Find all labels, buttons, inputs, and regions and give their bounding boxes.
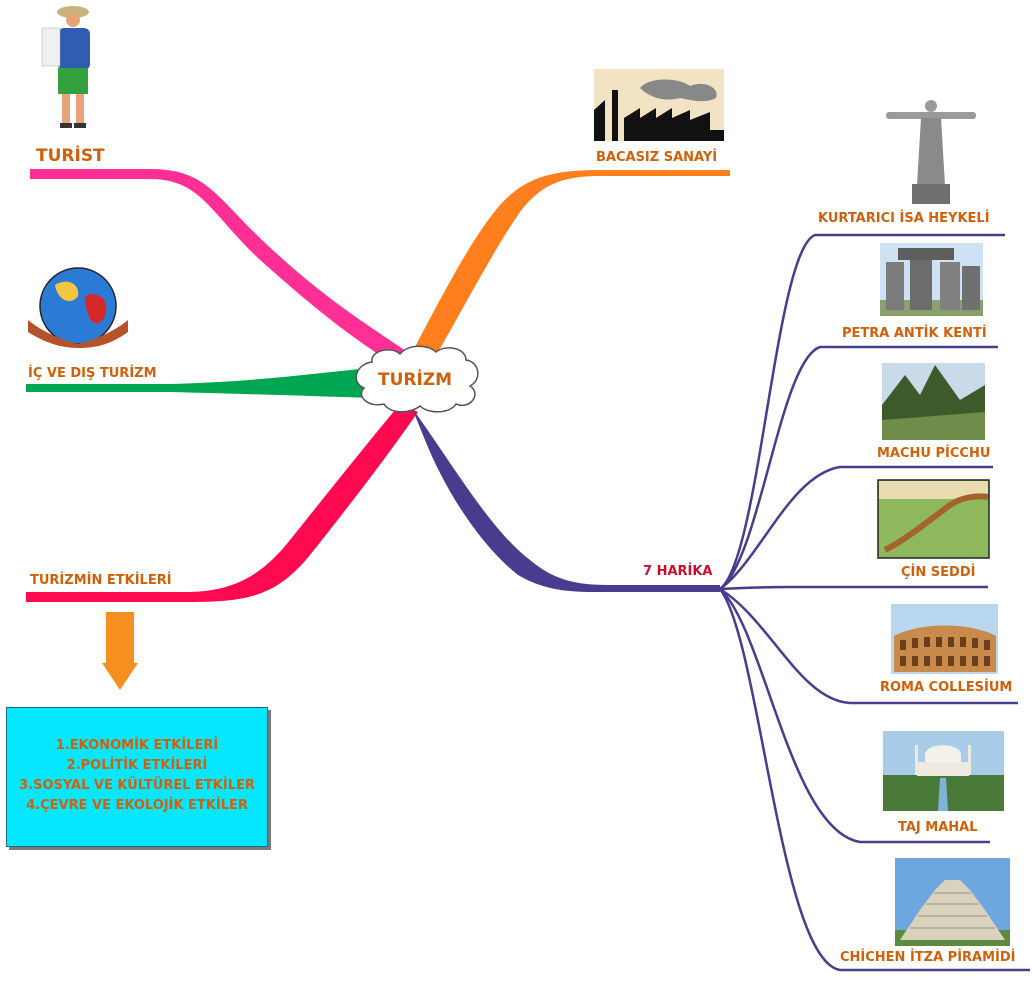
machu-picchu-picture	[882, 363, 985, 440]
chichen-itza-picture	[895, 858, 1010, 946]
turizmin-etkileri-label: TURİZMİN ETKİLERİ	[30, 573, 172, 588]
wonder-label-petra: PETRA ANTİK KENTİ	[842, 326, 987, 341]
ic-dis-branch	[26, 368, 372, 398]
wonder-label-great-wall: ÇİN SEDDİ	[901, 565, 976, 580]
effect-item: 4.ÇEVRE VE EKOLOJİK ETKİLER	[26, 798, 248, 813]
colosseum-picture	[891, 604, 998, 674]
petra-picture	[880, 243, 983, 316]
wonder-lines	[719, 233, 1030, 972]
etkiler-branch	[26, 404, 418, 602]
bacasiz-branch	[408, 170, 730, 370]
effect-item: 1.EKONOMİK ETKİLERİ	[55, 738, 219, 753]
effect-item: 2.POLİTİK ETKİLERİ	[66, 758, 208, 773]
effects-box: 1.EKONOMİK ETKİLERİ 2.POLİTİK ETKİLERİ 3…	[6, 707, 268, 847]
ic-dis-turizm-label: İÇ VE DIŞ TURİZM	[28, 366, 157, 381]
wonder-label-chichen-itza: CHİCHEN İTZA PİRAMİDİ	[840, 950, 1016, 965]
wonder-label-machu-picchu: MACHU PİCCHU	[877, 446, 991, 461]
effect-item: 3.SOSYAL VE KÜLTÜREL ETKİLER	[19, 778, 255, 793]
harika-branch	[412, 408, 720, 593]
arrow-down	[102, 612, 138, 690]
globe-picture	[28, 267, 128, 348]
yedi-harika-label: 7 HARİKA	[643, 564, 713, 579]
factory-picture	[594, 69, 724, 141]
wonder-label-christ: KURTARICI İSA HEYKELİ	[818, 211, 990, 226]
great-wall-picture	[877, 479, 990, 559]
tourist-picture	[41, 6, 90, 128]
christ-statue-picture	[886, 100, 976, 204]
turist-label: TURİST	[36, 146, 105, 166]
wonder-label-taj-mahal: TAJ MAHAL	[898, 820, 978, 835]
taj-mahal-picture	[883, 731, 1004, 811]
center-cloud	[355, 345, 479, 413]
bacasiz-sanayi-label: BACASIZ SANAYİ	[596, 150, 718, 165]
turist-branch	[30, 169, 412, 368]
center-title: TURİZM	[377, 370, 453, 390]
wonder-label-colosseum: ROMA COLLESİUM	[880, 680, 1013, 695]
